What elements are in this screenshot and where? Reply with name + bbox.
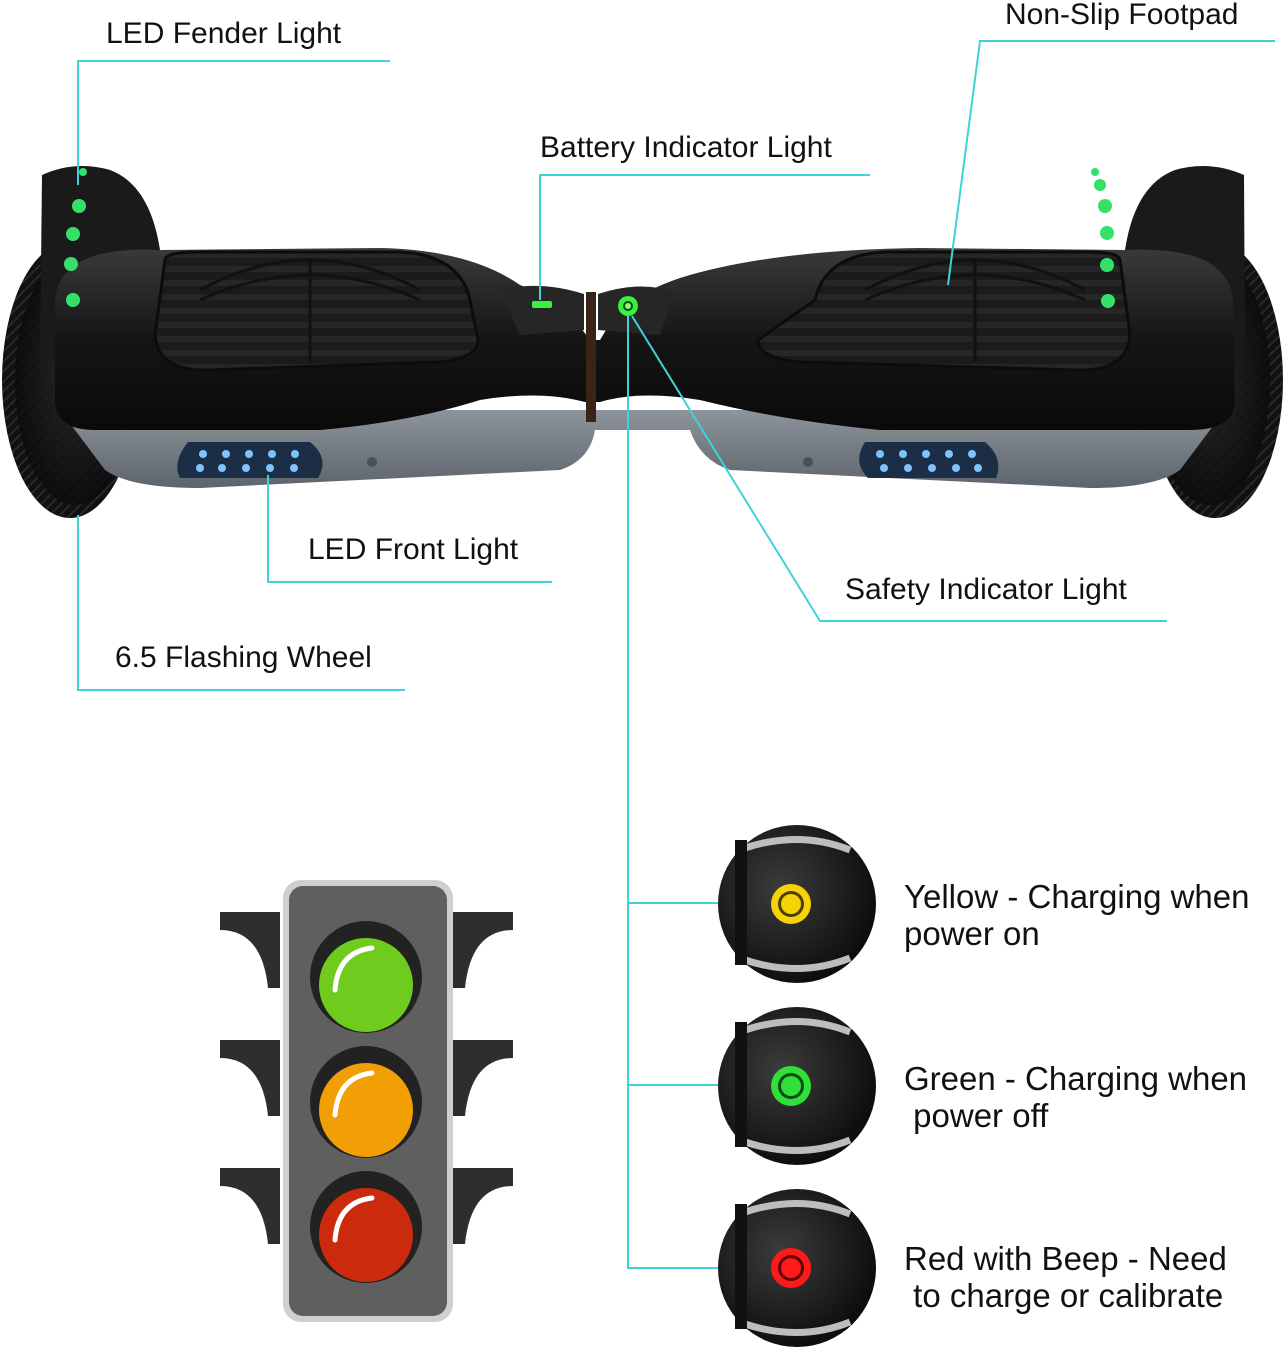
safety-indicator-led [618, 296, 638, 316]
left-center-panel [500, 285, 584, 335]
indicator-state-text: Red with Beep - Need [904, 1240, 1227, 1277]
callout-battery-indicator-light: Battery Indicator Light [540, 131, 832, 164]
leader-lines [77, 40, 1275, 1269]
callout-led-front-light: LED Front Light [308, 533, 519, 566]
indicator-state-text: Yellow - Charging when [904, 878, 1250, 915]
center-hinge [586, 292, 596, 422]
callout-flashing-wheel: 6.5 Flashing Wheel [115, 641, 372, 674]
left-fender-leds [64, 168, 87, 307]
indicator-disc-green [718, 1007, 876, 1165]
left-footpad [153, 250, 480, 372]
callout-safety-indicator-light: Safety Indicator Light [845, 573, 1127, 606]
indicator-disc-red [718, 1189, 876, 1347]
indicator-state-text: to charge or calibrate [904, 1277, 1224, 1314]
right-footpad [756, 250, 1132, 372]
callout-led-fender-light: LED Fender Light [106, 17, 342, 50]
indicator-disc-yellow [718, 825, 876, 983]
traffic-light-illustration [220, 880, 513, 1322]
indicator-state-text: power on [904, 915, 1040, 952]
right-fender-leds [1091, 168, 1115, 308]
battery-indicator-led [532, 301, 552, 308]
right-front-light [859, 442, 999, 478]
indicator-state-text: Green - Charging when [904, 1060, 1248, 1097]
indicator-state-text: power off [904, 1097, 1049, 1134]
left-front-light [177, 442, 323, 478]
callout-non-slip-footpad: Non-Slip Footpad [1005, 0, 1239, 31]
